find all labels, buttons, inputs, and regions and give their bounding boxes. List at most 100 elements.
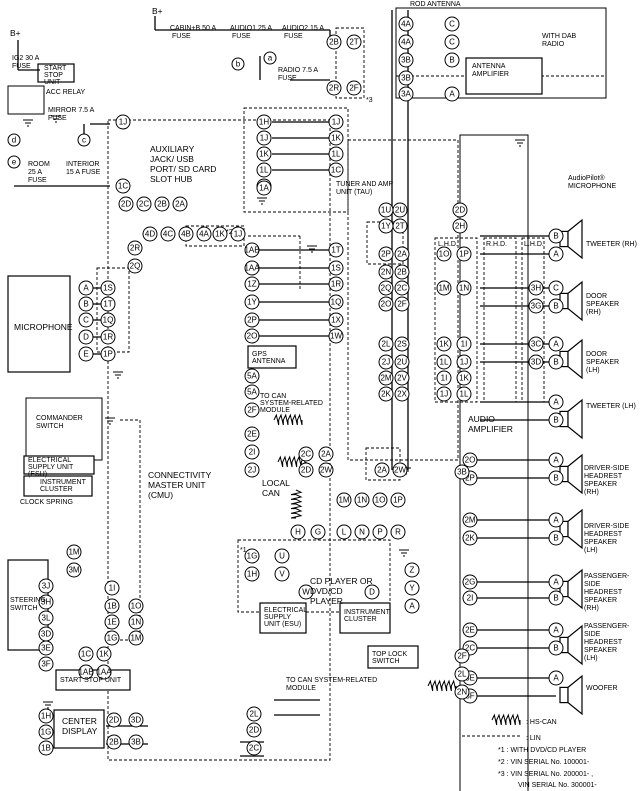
connector-pin-label: 4D [145, 230, 155, 239]
connector-pin-circle [230, 226, 246, 242]
connector-pin-label: 2M [380, 374, 391, 383]
lhd-boundary-2 [521, 237, 545, 403]
connector-pin-label: 2C [397, 284, 407, 293]
connector-pin-label: 1B [41, 744, 51, 753]
connector-pin-label: 2B [397, 268, 407, 277]
connector-pin-circle [77, 133, 91, 147]
connector-pin-circle [456, 336, 472, 352]
connector-pin-circle [346, 34, 362, 50]
microphone-label: MICROPHONE [14, 322, 73, 332]
connector-pin-circle [38, 708, 54, 724]
connector-pin-label: 1Y [247, 298, 257, 307]
connector-pin-circle [136, 196, 152, 212]
connector-pin-label: 1N [131, 618, 141, 627]
connector-pin-label: B [83, 300, 88, 309]
connector-pin-label: G [315, 528, 321, 537]
gps-antenna-box [247, 345, 297, 369]
connector-pin-label: 3H [531, 284, 541, 293]
connector-pin-circle [326, 80, 342, 96]
connector-pin-circle [548, 640, 564, 656]
connector-pin-circle [328, 328, 344, 344]
connector-pin-label: 1J [440, 390, 448, 399]
connector-pin-circle [444, 52, 460, 68]
speaker-icon [559, 686, 569, 704]
connector-pin-label: 2F [397, 300, 406, 309]
connector-pin-circle [354, 524, 370, 540]
connector-pin-label: 2J [382, 358, 390, 367]
connector-pin-circle [244, 242, 260, 258]
connector-pin-label: A [553, 456, 559, 465]
connector-pin-circle [548, 670, 564, 686]
connector-pin-circle [444, 16, 460, 32]
cmu-boundary [107, 119, 331, 761]
connector-pin-circle [548, 280, 564, 296]
lhd2-label: L.H.D. [524, 241, 544, 248]
connector-pin-label: 1W [330, 332, 342, 341]
connector-pin-label: 1J [332, 118, 340, 127]
connector-pin-label: 3G [531, 302, 542, 311]
connector-pin-label: H [295, 528, 301, 537]
connector-pin-circle [128, 712, 144, 728]
connector-pin-label: 3E [41, 644, 51, 653]
connector-pin-circle [104, 598, 120, 614]
speaker-icon [567, 453, 583, 495]
connector-pin-label: 2L [458, 670, 467, 679]
connector-pin-label: 3F [41, 660, 50, 669]
connector-pin-circle [364, 584, 380, 600]
connector-pin-circle [7, 155, 21, 169]
connector-pin-label: 1K [459, 374, 469, 383]
rhd-boundary [483, 237, 517, 403]
connector-pin-circle [456, 370, 472, 386]
connector-pin-circle [336, 524, 352, 540]
connector-pin-circle [244, 402, 260, 418]
connector-pin-label: 1O [131, 602, 142, 611]
connector-pin-label: W [302, 588, 310, 597]
connector-pin-label: 2P [247, 316, 257, 325]
connector-pin-label: 1K [439, 340, 449, 349]
connector-pin-label: 2A [377, 466, 387, 475]
connector-pin-label: 3B [401, 74, 411, 83]
connector-pin-circle [298, 462, 314, 478]
connector-pin-label: 1AB [244, 246, 259, 255]
connector-pin-circle [436, 280, 452, 296]
connector-pin-circle [78, 346, 94, 362]
connector-pin-circle [244, 444, 260, 460]
connector-pin-label: 2O [381, 300, 392, 309]
connector-pin-label: 2E [247, 430, 257, 439]
cd-player-boundary [237, 539, 391, 613]
connector-pin-circle [244, 462, 260, 478]
connector-pin-circle [398, 16, 414, 32]
connector-pin-circle [115, 178, 131, 194]
connector-pin-circle [38, 594, 54, 610]
connector-pin-circle [548, 512, 564, 528]
connector-pin-label: 2R [329, 84, 339, 93]
connector-pin-label: 1AA [96, 668, 112, 677]
connector-pin-circle [244, 384, 260, 400]
connector-pin-label: 2B [157, 200, 167, 209]
connector-pin-circle [392, 202, 408, 218]
connector-pin-circle [378, 246, 394, 262]
connector-pin-circle [394, 354, 410, 370]
tweeter-rh-label: TWEETER (RH) [586, 241, 637, 248]
connector-pin-label: 1P [103, 350, 113, 359]
connector-pin-circle [256, 162, 272, 178]
connector-pin-circle [528, 336, 544, 352]
connector-pin-label: 2M [464, 516, 475, 525]
connector-pin-circle [100, 329, 116, 345]
connector-pin-label: 3B [457, 468, 467, 477]
connector-pin-circle [336, 492, 352, 508]
connector-pin-label: 1C [118, 182, 128, 191]
connector-pin-label: A [553, 250, 559, 259]
connector-pin-circle [398, 34, 414, 50]
note3b-label: VIN SERIAL No. 300001- [518, 782, 597, 789]
connector-pin-circle [548, 394, 564, 410]
connector-pin-circle [452, 202, 468, 218]
connector-pin-circle [38, 740, 54, 756]
connector-pin-circle [106, 712, 122, 728]
